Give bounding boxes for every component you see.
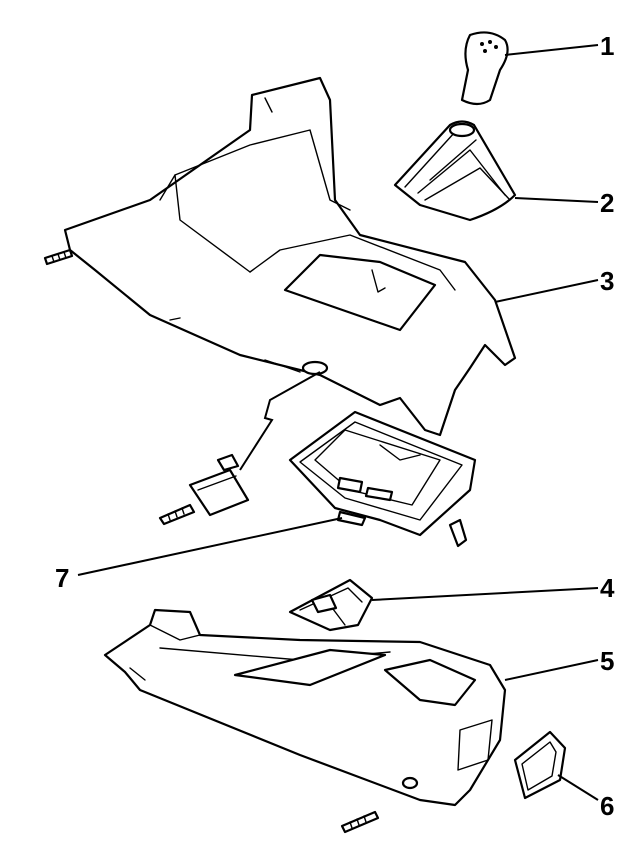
upper-console-trim: [63, 76, 517, 437]
leader-4: [371, 587, 599, 601]
callout-3: 3: [600, 266, 614, 296]
switch-bracket: [158, 453, 250, 526]
leader-5: [504, 659, 599, 681]
callout-6: 6: [600, 791, 614, 821]
lower-console: [103, 608, 507, 807]
callout-4: 4: [600, 573, 615, 603]
access-cover: [513, 730, 567, 800]
screw-upper-left: [43, 248, 74, 266]
shift-boot: [393, 120, 517, 222]
leader-3: [494, 279, 599, 303]
leader-1: [504, 44, 599, 56]
leader-7: [77, 517, 343, 576]
shift-bezel-plate: [288, 410, 477, 548]
screw-lower: [340, 810, 380, 834]
leader-6: [557, 774, 599, 801]
shift-knob: [460, 31, 509, 106]
console-bracket: [288, 578, 374, 632]
assembly-line: [239, 371, 321, 471]
leader-2: [514, 197, 599, 203]
callout-7: 7: [55, 563, 69, 593]
callout-2: 2: [600, 188, 614, 218]
callout-1: 1: [600, 31, 614, 61]
callout-5: 5: [600, 646, 614, 676]
